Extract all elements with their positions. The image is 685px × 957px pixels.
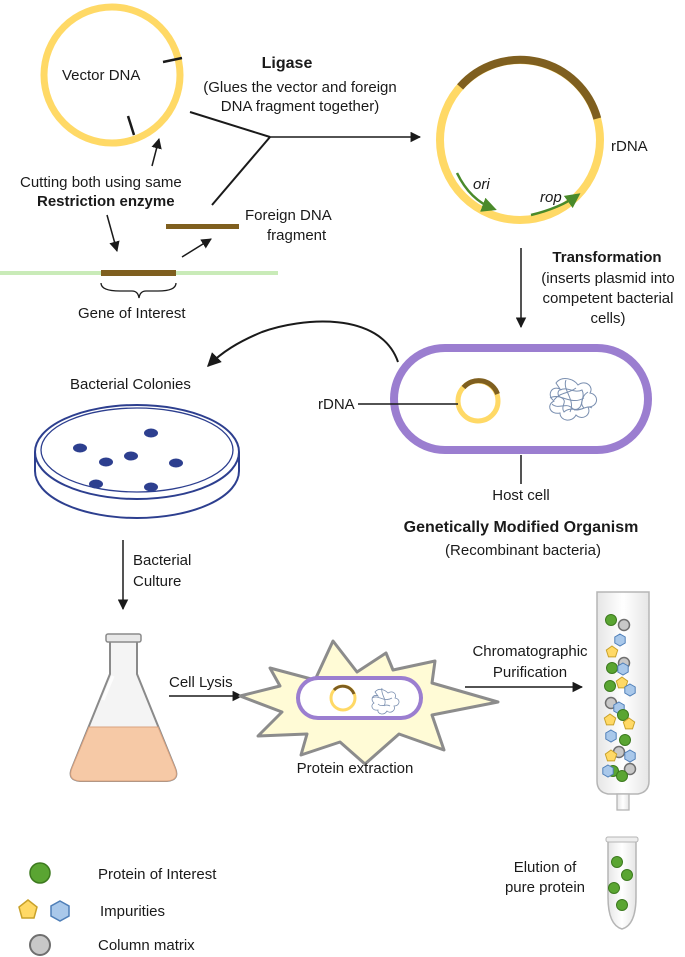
- impurity-pentagon: [603, 713, 617, 726]
- arrow-to-gene: [106, 214, 120, 253]
- transformation-desc-3: cells): [590, 310, 625, 327]
- arrow-to-vector: [151, 137, 162, 167]
- gene-of-interest-label: Gene of Interest: [78, 305, 186, 322]
- bacterial-colonies-label: Bacterial Colonies: [70, 376, 191, 393]
- elution-label-2: pure protein: [505, 879, 585, 896]
- elution-beads: [608, 856, 633, 911]
- ligase-desc-1: (Glues the vector and foreign: [203, 79, 396, 96]
- transformation-desc-1: (inserts plasmid into: [541, 270, 674, 287]
- protein-bead: [616, 899, 628, 911]
- erlenmeyer-flask: [69, 633, 178, 782]
- chromatography-column: [596, 591, 650, 811]
- ligase-connector: [189, 111, 422, 206]
- colony: [99, 457, 113, 467]
- vector-dna-plasmid: [40, 3, 184, 147]
- cell-lysis-label: Cell Lysis: [169, 674, 233, 691]
- gene-brace: [100, 282, 177, 299]
- matrix-bead: [623, 762, 637, 776]
- restriction-enzyme-label: Restriction enzyme: [37, 193, 175, 210]
- protein-bead: [605, 614, 617, 626]
- flask-liquid: [70, 726, 177, 782]
- impurity-hexagon: [624, 683, 636, 697]
- impurity-hexagon: [605, 729, 617, 743]
- impurity-hexagon: [617, 662, 629, 676]
- legend-matrix-label: Column matrix: [98, 937, 195, 954]
- vector-dna-label: Vector DNA: [62, 67, 140, 84]
- transformation-desc-2: competent bacterial: [543, 290, 674, 307]
- elution-label-1: Elution of: [514, 859, 577, 876]
- rdna-label-top: rDNA: [611, 138, 648, 155]
- rop-arrow: [530, 193, 581, 217]
- impurity-pentagon: [605, 645, 619, 658]
- matrix-bead: [617, 618, 631, 632]
- foreign-dna-label-2: fragment: [267, 227, 327, 244]
- protein-bead: [611, 856, 623, 868]
- gene-segment: [101, 270, 176, 276]
- column-beads: [602, 614, 637, 782]
- colony: [144, 428, 158, 438]
- legend: [18, 862, 70, 956]
- transformation-title: Transformation: [552, 249, 661, 266]
- host-cell: [390, 344, 652, 454]
- ori-arrow: [455, 172, 497, 212]
- protein-extraction-label: Protein extraction: [297, 760, 414, 777]
- chromatography-label-1: Chromatographic: [472, 643, 588, 660]
- matrix-legend-icon: [29, 934, 51, 956]
- impurity-hexagon: [602, 764, 614, 778]
- protein-bead: [608, 882, 620, 894]
- arrow-to-foreign: [181, 238, 212, 258]
- culture-label-1: Bacterial: [133, 552, 191, 569]
- legend-impurities-label: Impurities: [100, 903, 165, 920]
- petri-dish: [34, 404, 240, 519]
- cut-site-1: [162, 56, 183, 64]
- impurity-pentagon: [622, 717, 636, 730]
- cutting-label: Cutting both using same: [20, 174, 182, 191]
- protein-bead: [621, 869, 633, 881]
- culture-label-2: Culture: [133, 573, 181, 590]
- ligase-desc-2: DNA fragment together): [221, 98, 379, 115]
- impurity-pentagon: [604, 749, 618, 762]
- rop-label: rop: [540, 189, 562, 206]
- curved-arrow-to-colonies: [207, 320, 399, 367]
- colony: [144, 482, 158, 492]
- impurity-hexagon-icon: [50, 900, 70, 922]
- colony: [89, 479, 103, 489]
- colony: [73, 443, 87, 453]
- protein-bead: [617, 709, 629, 721]
- cut-site-2: [126, 115, 136, 136]
- colony: [124, 451, 138, 461]
- ligase-title: Ligase: [262, 55, 313, 72]
- impurity-pentagon: [615, 676, 629, 689]
- rdna-label-cell: rDNA: [318, 396, 355, 413]
- chromatography-label-2: Purification: [493, 664, 567, 681]
- gmo-subtitle: (Recombinant bacteria): [445, 542, 601, 559]
- impurity-hexagon: [624, 749, 636, 763]
- legend-protein-label: Protein of Interest: [98, 866, 217, 883]
- host-cell-label: Host cell: [492, 487, 550, 504]
- rdna-plasmid: [436, 55, 604, 224]
- foreign-dna-fragment: [166, 224, 239, 229]
- chromosome-tangle: [549, 378, 597, 421]
- protein-legend-icon: [29, 862, 51, 884]
- elution-tube: [605, 836, 639, 930]
- impurity-pentagon-icon: [18, 899, 38, 919]
- foreign-dna-label-1: Foreign DNA: [245, 207, 332, 224]
- ori-label: ori: [473, 176, 490, 193]
- lysed-cell-burst: [238, 639, 500, 766]
- protein-bead: [619, 734, 631, 746]
- protein-bead: [616, 770, 628, 782]
- gmo-title: Genetically Modified Organism: [404, 519, 639, 536]
- protein-bead: [606, 662, 618, 674]
- impurity-hexagon: [614, 633, 626, 647]
- colonies: [73, 428, 183, 492]
- protein-bead: [604, 680, 616, 692]
- colony: [169, 458, 183, 468]
